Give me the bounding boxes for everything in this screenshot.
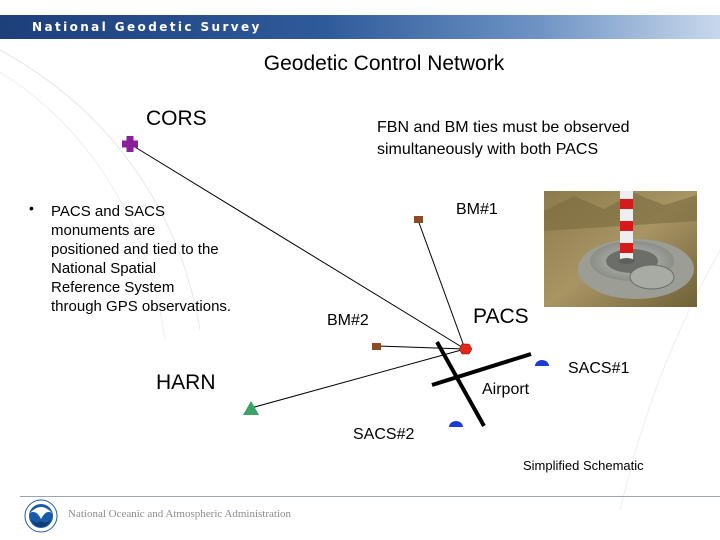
bm1-label: BM#1	[456, 201, 498, 218]
footer-divider	[20, 496, 720, 497]
bm1-square-icon	[414, 216, 423, 223]
bm2-label: BM#2	[327, 312, 369, 329]
line-bm1-pacs	[417, 219, 466, 350]
sacs2-label: SACS#2	[353, 426, 415, 443]
footer-agency-name: National Oceanic and Atmospheric Adminis…	[68, 508, 292, 520]
schematic-caption: Simplified Schematic	[523, 458, 644, 473]
cors-label: CORS	[146, 107, 207, 130]
runway-long	[431, 352, 532, 387]
tie-lines	[129, 143, 466, 409]
runway-cross	[435, 341, 486, 427]
pacs-hexagon-icon	[458, 343, 473, 355]
airport-runways	[431, 341, 532, 427]
cors-icon	[122, 136, 138, 152]
fbn-note: FBN and BM ties must be observed simulta…	[377, 119, 630, 158]
bullet-text: PACS and SACS monuments are positioned a…	[51, 203, 232, 315]
harn-label: HARN	[156, 371, 216, 394]
harn-triangle-icon	[243, 401, 259, 415]
sacs2-semicircle-icon	[449, 421, 463, 427]
sacs1-label: SACS#1	[568, 360, 630, 377]
page-title: Geodetic Control Network	[263, 52, 505, 75]
noaa-logo-icon	[24, 499, 58, 533]
header-agency-name: National Geodetic Survey	[32, 20, 262, 34]
line-bm2-pacs	[375, 345, 466, 350]
line-cors-pacs	[129, 143, 466, 350]
bullet-marker: •	[29, 200, 34, 216]
line-harn-pacs	[250, 348, 466, 409]
sacs1-semicircle-icon	[535, 360, 549, 366]
monument-photo	[544, 191, 697, 307]
airport-label: Airport	[482, 381, 530, 398]
header-bar	[0, 15, 720, 39]
pacs-label: PACS	[473, 305, 529, 328]
bm2-square-icon	[372, 343, 381, 350]
